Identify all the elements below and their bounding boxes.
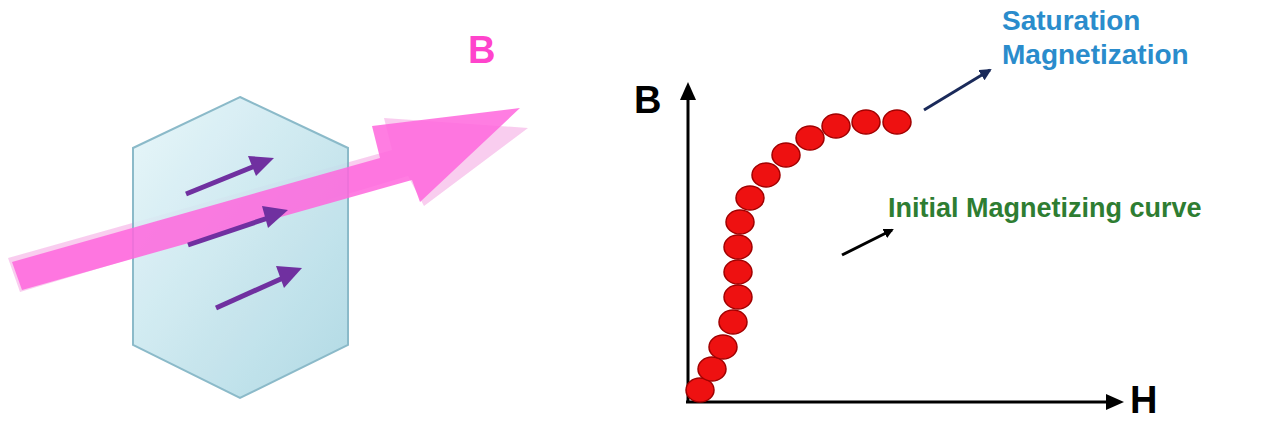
leader-arrow xyxy=(924,70,990,110)
curve-dots xyxy=(686,110,911,402)
axis-label: B xyxy=(634,78,684,124)
curve-label: Initial Magnetizing curve xyxy=(888,192,1208,224)
axis-label: H xyxy=(1130,378,1190,424)
saturation-label: Saturation Magnetization xyxy=(1002,4,1232,71)
axes xyxy=(680,82,1124,410)
leader-arrow xyxy=(842,230,892,255)
field-arrow xyxy=(12,108,520,290)
field-label: B xyxy=(468,28,548,74)
domain-arrows xyxy=(186,156,302,308)
